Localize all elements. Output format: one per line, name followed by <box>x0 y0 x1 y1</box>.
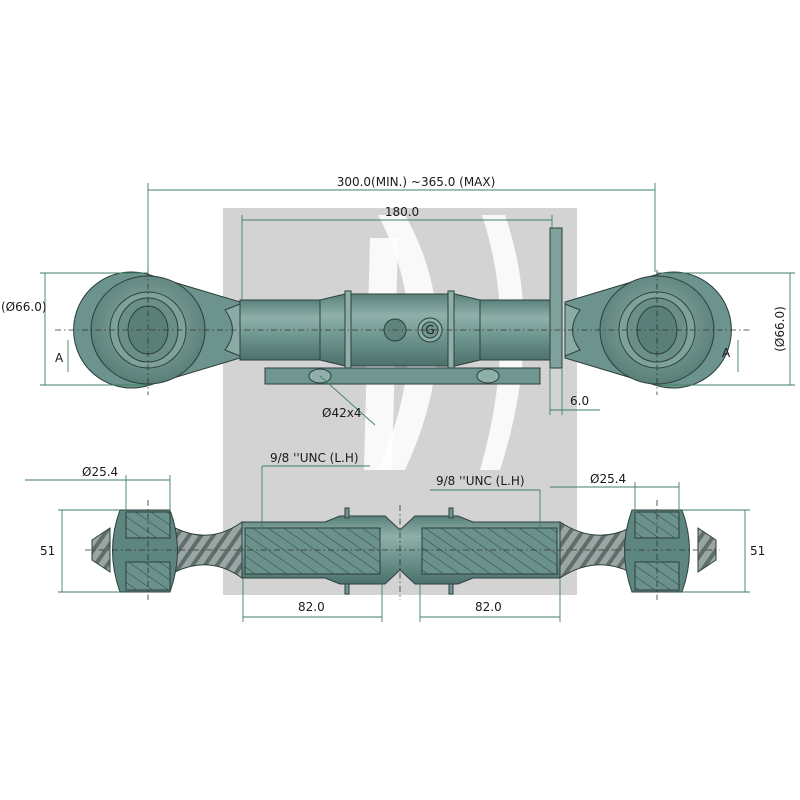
section-mark-left: A <box>55 351 64 365</box>
plate-thickness-dimension: 6.0 <box>570 394 589 408</box>
holes-dimension: Ø42x4 <box>322 406 361 420</box>
ball-bore-right: Ø25.4 <box>590 472 626 486</box>
left-eye <box>73 271 241 389</box>
eye-diameter-left: (Ø66.0) <box>1 300 47 314</box>
ball-width-right: 51 <box>750 544 765 558</box>
ball-bore-left: Ø25.4 <box>82 465 118 479</box>
thread-depth-left: 82.0 <box>298 600 325 614</box>
overall-length-dimension: 300.0(MIN.) ~365.0 (MAX) <box>337 175 496 189</box>
flange-plate <box>264 227 563 385</box>
ball-width-left: 51 <box>40 544 55 558</box>
tube-length-dimension: 180.0 <box>385 205 419 219</box>
thread-spec-left: 9/8 ''UNC (L.H) <box>270 451 359 465</box>
section-mark-right: A <box>722 346 731 360</box>
thread-depth-right: 82.0 <box>475 600 502 614</box>
thread-spec-right: 9/8 ''UNC (L.H) <box>436 474 525 488</box>
section-view: Ø25.4 Ø25.4 51 51 9/8 ''UNC (L.H) 9/8 ''… <box>25 451 765 622</box>
left-ball-joint <box>112 509 178 593</box>
eye-diameter-right: (Ø66.0) <box>773 306 787 352</box>
top-view: G 300.0(MIN.) ~365.0 (MAX) 180.0 (Ø66.0) <box>1 175 795 426</box>
